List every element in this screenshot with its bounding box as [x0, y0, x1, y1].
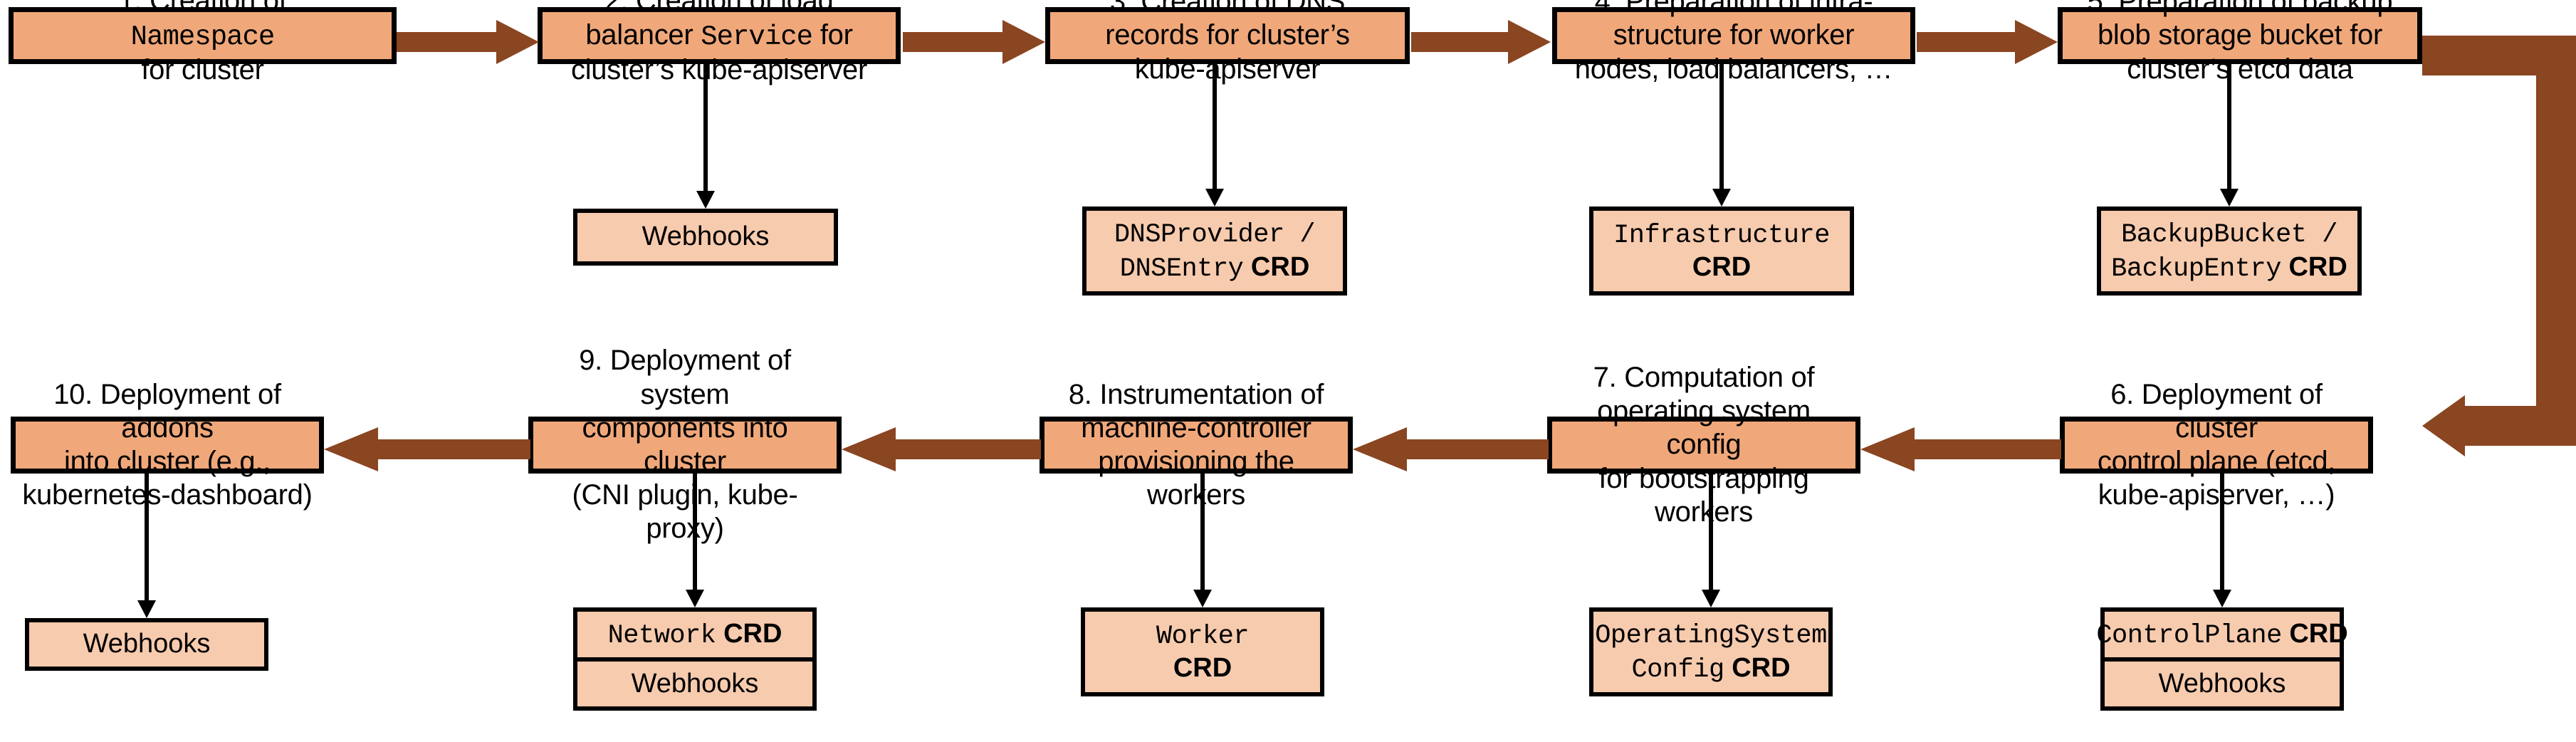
flow-arrow-8-to-9 [842, 427, 1041, 471]
sub-6-webhooks-text: Webhooks [2158, 668, 2286, 699]
sub-box-5-backup-crd[interactable]: BackupBucket / BackupEntry CRD [2097, 207, 2362, 296]
sub-box-7-osc-crd[interactable]: OperatingSystem Config CRD [1589, 607, 1833, 696]
sub-10-webhooks-text: Webhooks [83, 629, 211, 659]
sub-4-crd-text: Infrastructure CRD [1613, 221, 1830, 283]
sub-3-crd-text: DNSProvider / DNSEntry CRD [1114, 220, 1316, 284]
sub-cell-backup-crd: BackupBucket / BackupEntry CRD [2101, 211, 2357, 291]
connector-step4-to-crd [1712, 64, 1731, 207]
sub-box-3-dns-crd[interactable]: DNSProvider / DNSEntry CRD [1082, 207, 1347, 296]
sub-9-webhooks-text: Webhooks [631, 668, 759, 699]
flow-arrow-4-to-5 [1917, 20, 2058, 64]
sub-cell-webhooks: Webhooks [577, 657, 812, 706]
flow-arrow-5-to-6-elbow [2422, 36, 2576, 456]
sub-cell-osc-crd: OperatingSystem Config CRD [1593, 612, 1828, 692]
sub-cell-webhooks: Webhooks [29, 622, 264, 667]
connector-step9-to-crd [686, 474, 704, 607]
sub-2-webhooks-text: Webhooks [642, 221, 770, 252]
flow-arrow-2-to-3 [903, 20, 1045, 64]
flow-arrow-7-to-8 [1353, 427, 1549, 471]
connector-step6-to-crd [2213, 474, 2231, 607]
sub-cell-controlplane-crd: ControlPlane CRD [2096, 612, 2347, 657]
sub-7-crd-text: OperatingSystem Config CRD [1595, 621, 1827, 685]
flow-arrow-3-to-4 [1411, 20, 1551, 64]
sub-box-10-webhooks[interactable]: Webhooks [25, 618, 268, 671]
sub-cell-infrastructure-crd: Infrastructure CRD [1593, 211, 1850, 291]
sub-5-crd-text: BackupBucket / BackupEntry CRD [2111, 220, 2347, 284]
connector-step3-to-crd [1205, 64, 1224, 207]
sub-box-2-webhooks[interactable]: Webhooks [573, 209, 838, 266]
connector-step8-to-crd [1193, 474, 1212, 607]
sub-cell-webhooks: Webhooks [2105, 657, 2340, 706]
flow-arrow-1-to-2 [397, 20, 539, 64]
flow-arrow-6-to-7 [1860, 427, 2061, 471]
step-4-text: 4. Preparation of infra-structure for wo… [1574, 0, 1893, 85]
sub-box-4-infrastructure-crd[interactable]: Infrastructure CRD [1589, 207, 1854, 296]
connector-step10-to-webhooks [137, 474, 156, 618]
sub-box-6-controlplane-crd[interactable]: ControlPlane CRD Webhooks [2096, 607, 2348, 711]
connector-step2-to-webhooks [696, 64, 715, 209]
sub-8-crd-text: Worker CRD [1156, 622, 1250, 684]
flow-arrow-9-to-10 [324, 427, 530, 471]
connector-step7-to-crd [1702, 474, 1720, 607]
sub-cell-dns-crd: DNSProvider / DNSEntry CRD [1087, 211, 1343, 291]
sub-cell-worker-crd: Worker CRD [1085, 612, 1320, 692]
sub-box-8-worker-crd[interactable]: Worker CRD [1081, 607, 1324, 696]
sub-cell-network-crd: Network CRD [577, 612, 812, 657]
sub-6-crd-text: ControlPlane CRD [2096, 618, 2348, 651]
sub-cell-webhooks: Webhooks [577, 213, 834, 261]
sub-box-9-network-crd[interactable]: Network CRD Webhooks [573, 607, 817, 711]
connector-step5-to-crd [2220, 64, 2239, 207]
sub-9-crd-text: Network CRD [607, 618, 782, 651]
step-box-4[interactable]: 4. Preparation of infra-structure for wo… [1552, 0, 1915, 85]
